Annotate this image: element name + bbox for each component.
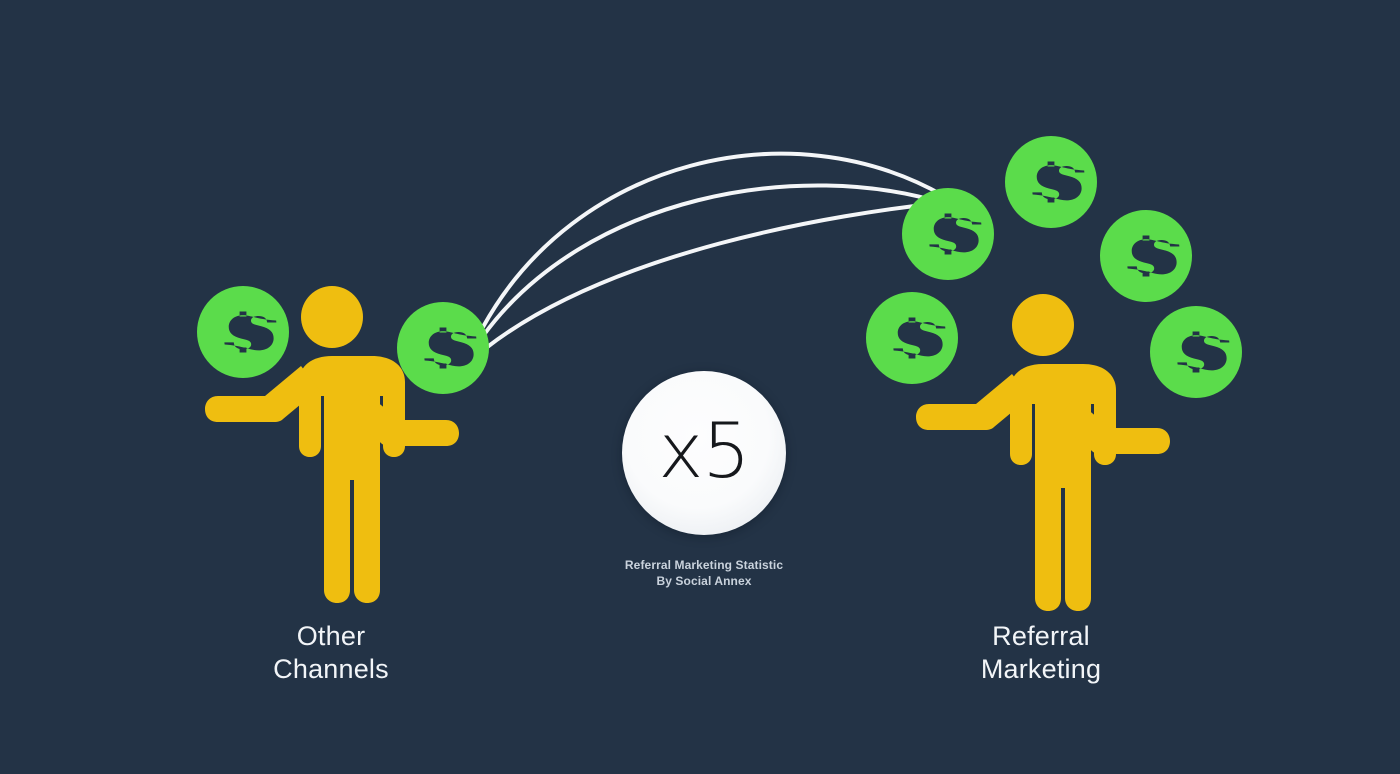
flow-arc-top bbox=[481, 151, 946, 329]
coin-left-outer bbox=[197, 286, 289, 378]
person-arm-right bbox=[1056, 398, 1170, 454]
label-other-channels: Other Channels bbox=[273, 621, 389, 684]
person-head bbox=[301, 286, 363, 348]
person-head bbox=[1012, 294, 1074, 356]
right-group bbox=[866, 136, 1242, 611]
coin-right-upper-right bbox=[1100, 210, 1192, 302]
label-referral-marketing: Referral Marketing bbox=[980, 621, 1102, 684]
person-other-channels bbox=[205, 286, 459, 603]
flow-arc-middle bbox=[481, 183, 948, 338]
person-arm-left bbox=[205, 366, 319, 422]
person-referral-marketing bbox=[916, 294, 1170, 611]
person-arm-right bbox=[345, 390, 459, 446]
flow-arc-bottom bbox=[484, 200, 952, 350]
coin-right-arc-target bbox=[902, 188, 994, 280]
badge-caption: Referral Marketing Statistic By Social A… bbox=[624, 558, 784, 588]
person-arm-left bbox=[916, 374, 1030, 430]
multiplier-value: x5 bbox=[658, 406, 750, 495]
flow-arc-group bbox=[481, 151, 952, 350]
coin-right-top bbox=[1005, 136, 1097, 228]
coin-right-lower-right bbox=[1150, 306, 1242, 398]
coin-right-left bbox=[866, 292, 958, 384]
coin-left-inner bbox=[397, 302, 489, 394]
multiplier-badge: x5 bbox=[622, 371, 786, 535]
left-group bbox=[197, 286, 489, 603]
